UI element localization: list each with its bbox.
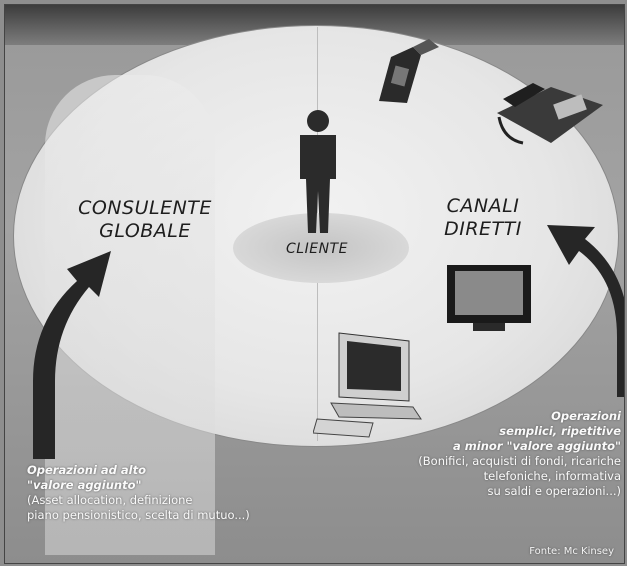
low-value-title-1: Operazioni [551,409,621,423]
computer-icon [313,332,422,438]
consultant-label-line-1: CONSULENTE [78,197,212,219]
consultant-label: CONSULENTE GLOBALE [45,197,245,243]
high-value-title-2: "valore aggiunto" [27,478,142,492]
desk-phone-icon [497,83,603,145]
monitor-icon [447,265,531,331]
high-value-detail-2: piano pensionistico, scelta di mutuo...) [27,508,250,522]
low-value-detail-3: su saldi e operazioni...) [487,484,621,498]
low-value-note: Operazioni semplici, ripetitive a minor … [327,409,621,499]
diagram-frame: CONSULENTE GLOBALE CANALI DIRETTI CLIENT… [4,4,625,564]
high-value-title-1: Operazioni ad alto [27,463,147,477]
low-value-title-3: a minor "valore aggiunto" [453,439,621,453]
arrow-left-icon [33,251,111,459]
low-value-title-2: semplici, ripetitive [499,424,621,438]
low-value-detail-1: (Bonifici, acquisti di fondi, ricariche [418,454,621,468]
low-value-detail-2: telefoniche, informativa [483,469,621,483]
mobile-phone-icon [379,39,439,103]
direct-channels-label: CANALI DIRETTI [423,195,543,241]
person-icon [300,110,336,233]
client-label: CLIENTE [286,241,348,257]
high-value-detail-1: (Asset allocation, definizione [27,493,193,507]
direct-channels-label-line-2: DIRETTI [444,218,522,240]
consultant-label-line-2: GLOBALE [99,220,191,242]
source-footer: Fonte: Mc Kinsey [529,546,614,557]
high-value-note: Operazioni ad alto "valore aggiunto" (As… [27,463,317,523]
consultant-silhouette [45,75,215,555]
direct-channels-label-line-1: CANALI [446,195,520,217]
arrow-right-icon [547,225,624,397]
